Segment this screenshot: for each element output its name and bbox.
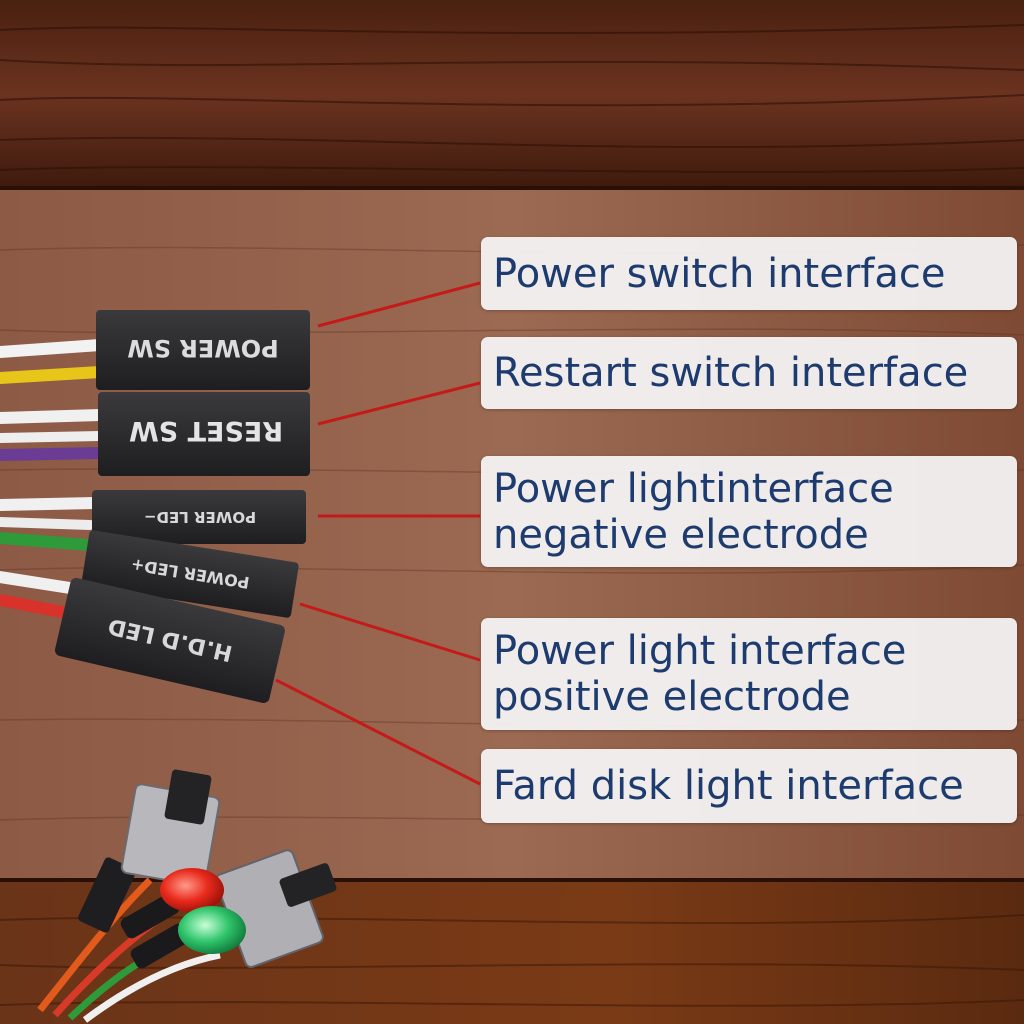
- reset-sw-connector: RESET SW: [98, 392, 310, 476]
- label-text: Power switch interface: [493, 250, 946, 297]
- label-restart-switch-interface: Restart switch interface: [481, 337, 1017, 409]
- power-led-minus-connector: POWER LED−: [92, 490, 306, 544]
- leader-lines: [275, 281, 481, 786]
- label-hard-disk-light-interface: Fard disk light interface: [481, 749, 1017, 823]
- power-sw-connector: POWER SW: [96, 310, 310, 390]
- red-led: [160, 868, 224, 912]
- leader-line-restart-switch: [317, 381, 481, 426]
- switch-led-assembly: [37, 769, 337, 1023]
- hdd-led-connector: H.D.D LED: [54, 577, 285, 703]
- wires: [0, 339, 106, 618]
- label-power-light-negative-electrode: Power lightinterface negative electrode: [481, 456, 1017, 567]
- power-led-minus-label: POWER LED−: [144, 508, 256, 526]
- label-power-switch-interface: Power switch interface: [481, 237, 1017, 310]
- label-power-light-positive-electrode: Power light interface positive electrode: [481, 618, 1017, 730]
- green-led: [178, 906, 246, 954]
- reset-sw-label: RESET SW: [129, 415, 283, 446]
- leader-line-power-switch: [317, 281, 481, 328]
- label-text: negative electrode: [493, 511, 869, 558]
- label-text: Power lightinterface: [493, 465, 894, 512]
- power-led-plus-connector: POWER LED+: [81, 530, 299, 618]
- plank-seam: [0, 878, 1024, 882]
- plank-seam: [0, 186, 1024, 190]
- label-text: Restart switch interface: [493, 350, 969, 396]
- label-text: Power light interface: [493, 628, 907, 674]
- power-sw-label: POWER SW: [127, 334, 278, 362]
- leader-line-power-light-positive: [299, 602, 481, 662]
- label-text: Fard disk light interface: [493, 763, 964, 809]
- leader-line-hard-disk-light: [275, 678, 481, 786]
- label-text: positive electrode: [493, 674, 851, 720]
- wood-grain-top: [0, 24, 1024, 173]
- wood-plank-top: [0, 0, 1024, 190]
